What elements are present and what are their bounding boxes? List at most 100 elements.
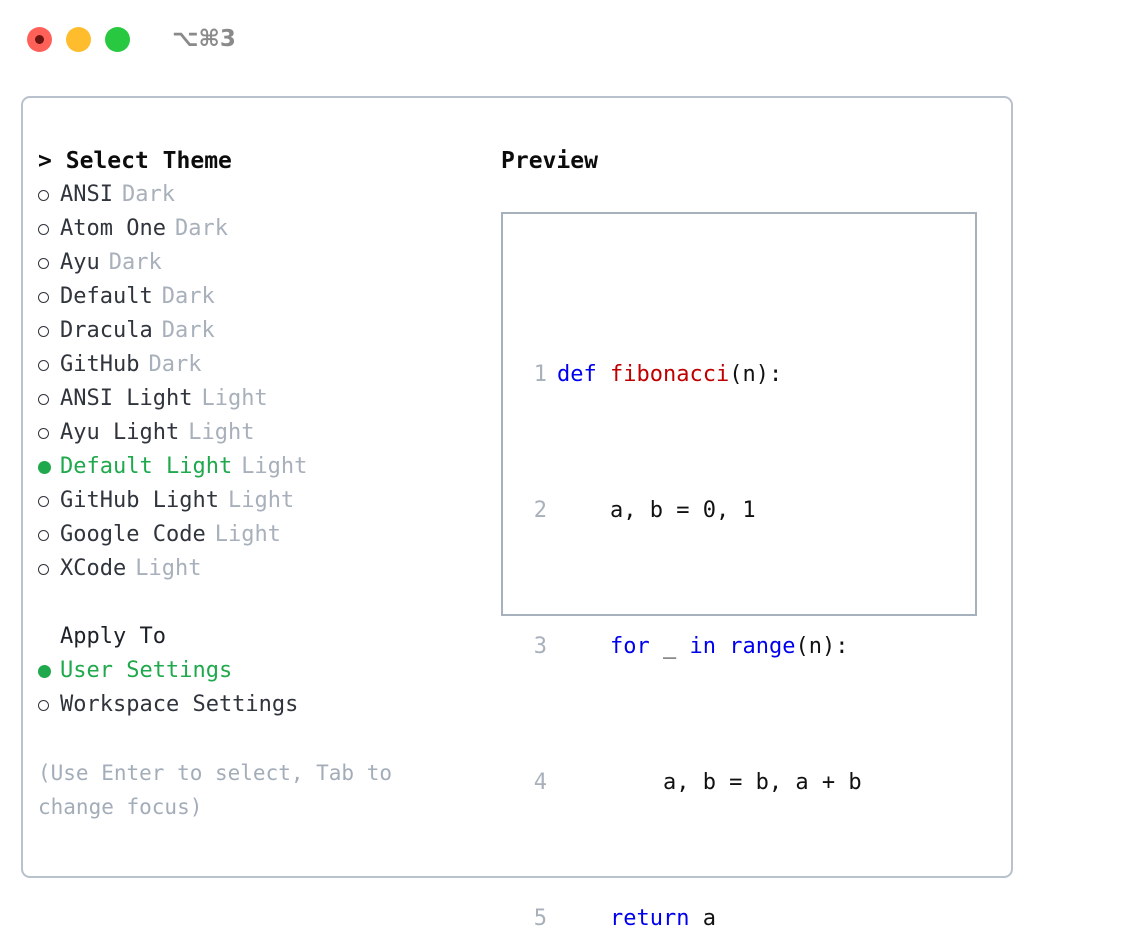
radio-marker[interactable] xyxy=(38,189,60,201)
code-token: a, b = 0, 1 xyxy=(557,498,756,523)
code-token: range xyxy=(729,634,796,659)
close-icon xyxy=(35,34,44,44)
apply-to-item-label: Workspace Settings xyxy=(60,692,299,717)
radio-marker[interactable] xyxy=(38,563,60,575)
radio-marker[interactable] xyxy=(38,495,60,507)
select-theme-header: > Select Theme xyxy=(38,144,468,178)
apply-to-item-user-settings[interactable]: User Settings xyxy=(38,654,468,688)
theme-name: XCode xyxy=(60,556,127,581)
theme-name: Default xyxy=(60,284,153,309)
theme-name: Ayu xyxy=(60,250,100,275)
line-number: 3 xyxy=(533,634,547,659)
theme-tag: Light xyxy=(201,386,268,411)
code-line: 1 def fibonacci(n): xyxy=(521,358,901,392)
radio-on-icon xyxy=(38,664,51,678)
theme-name: Dracula xyxy=(60,318,153,343)
minimize-button[interactable] xyxy=(66,26,91,52)
code-token: def xyxy=(557,362,610,387)
theme-tag: Dark xyxy=(161,318,215,343)
radio-marker[interactable] xyxy=(38,529,60,541)
code-token: (n): xyxy=(795,634,849,659)
radio-marker[interactable] xyxy=(38,460,60,474)
apply-to-item-label: User Settings xyxy=(60,658,233,683)
theme-tag: Dark xyxy=(121,182,175,207)
theme-name: Google Code xyxy=(60,522,206,547)
code-token: a xyxy=(689,906,716,931)
close-button[interactable] xyxy=(27,26,52,52)
radio-off-icon xyxy=(38,325,49,337)
window-controls xyxy=(27,26,130,52)
code-token: fibonacci xyxy=(609,362,730,387)
theme-name: ANSI xyxy=(60,182,113,207)
theme-name: GitHub Light xyxy=(60,488,219,513)
radio-marker[interactable] xyxy=(38,427,60,439)
line-number: 1 xyxy=(533,362,547,387)
theme-tag: Dark xyxy=(108,250,162,275)
apply-to-item-workspace-settings[interactable]: Workspace Settings xyxy=(38,688,468,722)
theme-list-item[interactable]: Ayu Dark xyxy=(38,246,468,280)
theme-tag: Light xyxy=(135,556,202,581)
code-token xyxy=(716,630,729,664)
code-token: _ xyxy=(649,634,690,659)
radio-marker[interactable] xyxy=(38,359,60,371)
apply-to-header: Apply To xyxy=(38,620,468,654)
theme-tag: Dark xyxy=(174,216,228,241)
radio-marker[interactable] xyxy=(38,223,60,235)
title-bar: ⌥⌘3 xyxy=(0,0,1140,78)
keyboard-hint-text: (Use Enter to select, Tab to change focu… xyxy=(38,761,393,819)
select-theme-caret: > xyxy=(38,148,52,174)
apply-to-label: Apply To xyxy=(60,624,166,649)
radio-marker[interactable] xyxy=(38,699,60,711)
theme-list-item[interactable]: XCode Light xyxy=(38,552,468,586)
theme-list-item[interactable]: GitHub Dark xyxy=(38,348,468,382)
radio-marker[interactable] xyxy=(38,257,60,269)
code-line: 4 a, b = b, a + b xyxy=(521,766,901,800)
radio-marker[interactable] xyxy=(38,664,60,678)
select-theme-label: Select Theme xyxy=(65,148,232,174)
theme-name: Atom One xyxy=(60,216,166,241)
radio-off-icon xyxy=(38,529,49,541)
code-token: in xyxy=(689,634,716,659)
section-spacer xyxy=(38,586,468,620)
radio-marker[interactable] xyxy=(38,393,60,405)
theme-list-item[interactable]: Dracula Dark xyxy=(38,314,468,348)
code-token: return xyxy=(609,906,690,931)
code-token: (n): xyxy=(729,362,783,387)
theme-name: Ayu Light xyxy=(60,420,180,445)
radio-off-icon xyxy=(38,223,49,235)
theme-list-item[interactable]: Atom One Dark xyxy=(38,212,468,246)
line-number: 4 xyxy=(533,770,547,795)
radio-off-icon xyxy=(38,495,49,507)
code-token xyxy=(557,630,610,664)
radio-marker[interactable] xyxy=(38,291,60,303)
theme-name: GitHub xyxy=(60,352,140,377)
line-number: 5 xyxy=(533,906,547,931)
theme-list-item[interactable]: Ayu Light Light xyxy=(38,416,468,450)
radio-off-icon xyxy=(38,257,49,269)
code-token: for xyxy=(609,634,650,659)
line-number: 2 xyxy=(533,498,547,523)
theme-tag: Dark xyxy=(148,352,202,377)
theme-list-item[interactable]: ANSI Dark xyxy=(38,178,468,212)
radio-marker[interactable] xyxy=(38,325,60,337)
radio-off-icon xyxy=(38,359,49,371)
zoom-button[interactable] xyxy=(105,26,130,52)
radio-off-icon xyxy=(38,699,49,711)
code-token: a, b = b, a + b xyxy=(557,770,862,795)
theme-tag: Light xyxy=(188,420,255,445)
theme-tag: Light xyxy=(241,454,308,479)
code-token xyxy=(557,902,610,934)
preview-title: Preview xyxy=(501,148,598,174)
